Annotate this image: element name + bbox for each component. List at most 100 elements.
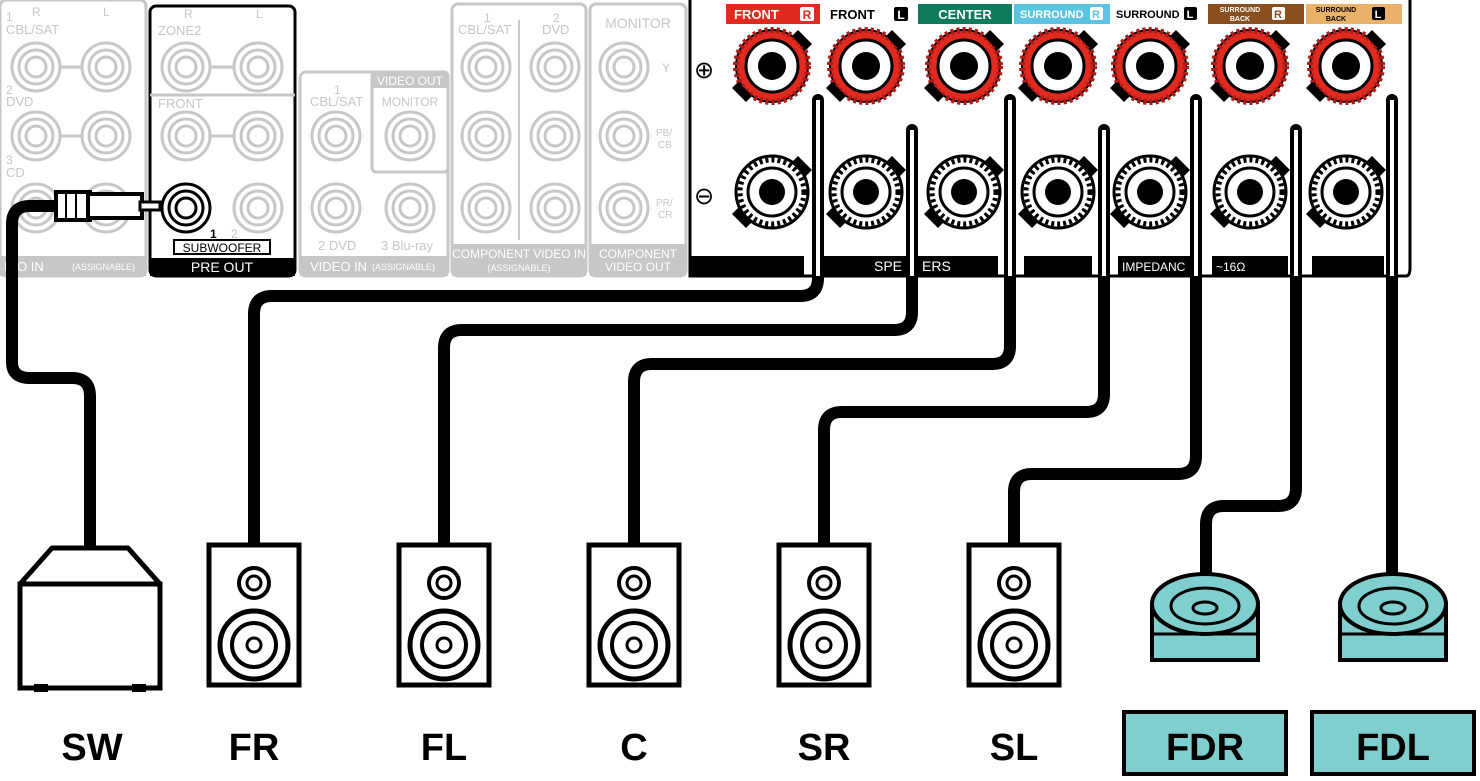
pre-out-section: R L ZONE2 FRONT 2 1 SUBWOOFER PRE OUT — [148, 4, 297, 278]
terminal-label-surround-back-l-2: BACK — [1326, 16, 1346, 23]
label-fl: FL — [421, 727, 467, 769]
label-fdl: FDL — [1356, 727, 1430, 769]
speaker-labels: SW FR FL C SR SL FDR FDL — [61, 710, 1476, 776]
speakers-panel: ⊕ ⊖ FRONT R FRONT L CENTER SURROUND R SU… — [688, 0, 1412, 278]
audio-in-footer-note: (ASSIGNABLE) — [72, 262, 135, 272]
label-sr: SR — [798, 727, 851, 769]
plus-symbol: ⊕ — [694, 57, 714, 84]
component-in-1: 1 — [484, 11, 491, 25]
terminal-label-surround-back-r-1: SURROUND — [1220, 7, 1260, 14]
subwoofer-speaker — [17, 545, 163, 692]
component-out-y: Y — [662, 61, 670, 75]
terminal-badge-surround-back-r: R — [1274, 9, 1282, 21]
terminal-front-l-positive[interactable] — [826, 30, 906, 102]
height-speaker-fdl — [1338, 572, 1448, 662]
label-c: C — [620, 727, 647, 769]
terminal-badge-front-r: R — [803, 8, 812, 22]
terminal-surround-r-positive[interactable] — [1018, 30, 1098, 102]
cable-sl — [1008, 94, 1202, 551]
label-fr: FR — [229, 727, 280, 769]
video-in-cblsat: CBL/SAT — [310, 94, 363, 109]
component-in-footer-note: (ASSIGNABLE) — [487, 263, 550, 273]
speaker-sl — [969, 545, 1059, 685]
audio-in-2: 2 — [6, 83, 13, 97]
terminal-label-surround-back-l-1: SURROUND — [1316, 7, 1356, 14]
component-in-dvd: DVD — [542, 22, 569, 37]
speaker-sr — [779, 545, 869, 685]
audio-in-r: R — [32, 5, 41, 19]
video-in-bluray: 3 Blu-ray — [381, 238, 434, 253]
audio-in-3: 3 — [6, 153, 13, 167]
pre-out-sub-1: 1 — [210, 227, 217, 241]
component-out-cr: CR — [658, 210, 672, 221]
audio-in-dvd: DVD — [6, 94, 33, 109]
label-fdr: FDR — [1166, 727, 1244, 769]
pre-out-zone2: ZONE2 — [158, 23, 201, 38]
component-out-pb: PB/ — [656, 128, 672, 139]
pre-out-subwoofer: SUBWOOFER — [183, 241, 262, 255]
terminal-badge-surround-l: L — [1187, 9, 1194, 21]
terminal-label-surround-l: SURROUND — [1116, 9, 1180, 21]
minus-symbol: ⊖ — [694, 183, 714, 210]
component-out-section: MONITOR Y PB/ CB PR/ CR COMPONENT VIDEO … — [588, 2, 688, 278]
terminal-label-front-r: FRONT — [734, 7, 779, 22]
terminal-label-surround-r: SURROUND — [1020, 9, 1084, 21]
video-in-dvd: 2 DVD — [318, 238, 356, 253]
rca-plug — [54, 190, 162, 222]
audio-in-1: 1 — [6, 10, 13, 24]
video-in-1: 1 — [334, 83, 341, 97]
pre-out-l: L — [256, 7, 263, 21]
terminal-surround-back-l-positive[interactable] — [1306, 30, 1386, 102]
footer-impedance: IMPEDANC — [1122, 260, 1186, 274]
cable-fdr — [1200, 124, 1302, 594]
terminal-front-r-positive[interactable] — [732, 30, 812, 102]
audio-in-l: L — [103, 5, 110, 19]
cable-sw — [6, 200, 96, 554]
terminal-center-positive[interactable] — [924, 30, 1004, 102]
subwoofer-jack[interactable] — [160, 182, 212, 234]
footer-speakers-a: SPE — [874, 258, 902, 274]
video-out-label: VIDEO OUT — [377, 74, 444, 88]
component-in-cblsat: CBL/SAT — [458, 22, 511, 37]
terminal-badge-surround-r: R — [1092, 9, 1100, 21]
component-out-footer-1: COMPONENT — [599, 247, 678, 261]
video-in-footer: VIDEO IN — [310, 259, 367, 274]
terminal-label-front-l: FRONT — [830, 7, 875, 22]
cable-fl — [438, 124, 918, 551]
terminal-label-center: CENTER — [938, 7, 992, 22]
height-speaker-fdr — [1150, 572, 1260, 662]
footer-speakers-b: ERS — [922, 258, 951, 274]
terminal-badge-front-l: L — [897, 8, 904, 22]
video-out-monitor: MONITOR — [382, 95, 439, 109]
footer-ohms: ~16Ω — [1216, 260, 1245, 274]
component-out-cb: CB — [658, 140, 672, 151]
video-in-footer-note: (ASSIGNABLE) — [372, 262, 435, 272]
cable-sr — [818, 124, 1110, 551]
terminal-surround-back-r-positive[interactable] — [1210, 30, 1290, 102]
pre-out-footer: PRE OUT — [191, 259, 254, 275]
video-in-section: 1 CBL/SAT VIDEO OUT MONITOR 2 DVD 3 Blu-… — [298, 70, 450, 278]
speaker-fr — [209, 545, 299, 685]
cable-c — [628, 94, 1016, 551]
speaker-fl — [399, 545, 489, 685]
speaker-c — [589, 545, 679, 685]
component-out-pr: PR/ — [656, 198, 673, 209]
terminal-badge-surround-back-l: L — [1375, 9, 1382, 21]
audio-in-section: R L 1 CBL/SAT 2 DVD 3 CD DIO IN (ASSIGNA… — [0, 0, 148, 278]
component-out-monitor: MONITOR — [605, 15, 671, 31]
audio-in-cblsat: CBL/SAT — [6, 22, 59, 37]
cable-fr — [248, 94, 824, 551]
audio-in-cd: CD — [6, 165, 25, 180]
terminal-surround-l-positive[interactable] — [1110, 30, 1190, 102]
pre-out-sub-2: 2 — [231, 227, 238, 241]
label-sw: SW — [61, 727, 122, 769]
component-in-section: 1 CBL/SAT 2 DVD COMPONENT VIDEO IN (ASSI… — [450, 2, 588, 278]
component-out-footer-2: VIDEO OUT — [605, 260, 672, 274]
pre-out-front: FRONT — [158, 96, 203, 111]
terminal-label-surround-back-r-2: BACK — [1230, 16, 1250, 23]
pre-out-r: R — [184, 7, 193, 21]
component-in-2: 2 — [553, 11, 560, 25]
label-sl: SL — [990, 727, 1039, 769]
